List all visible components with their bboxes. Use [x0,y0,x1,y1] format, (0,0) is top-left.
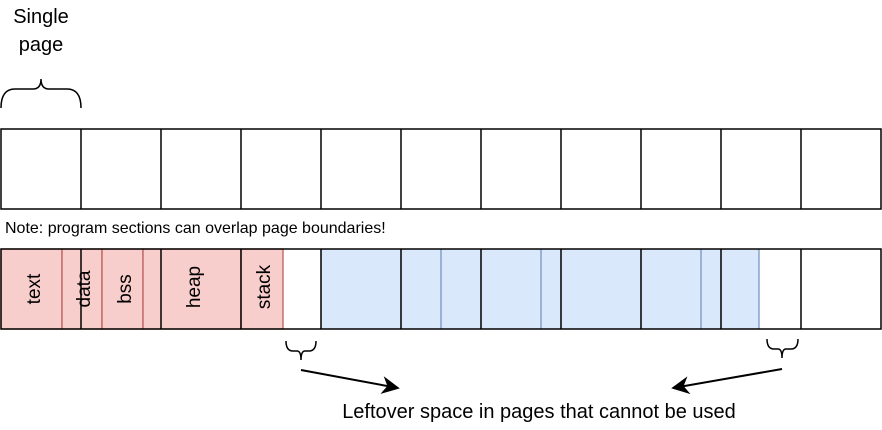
page-row-top [0,128,882,210]
section-heap-box [142,248,242,330]
leftover-brace-left [285,340,317,361]
bottom-row-outline [0,248,882,330]
section-label-stack: stack [254,264,275,309]
section-label-bss: bss [115,274,136,304]
section-label-heap: heap [184,266,205,308]
page-row-bottom: text data bss heap stack [0,248,882,330]
top-row-outline [0,128,882,210]
note-text: Note: program sections can overlap page … [5,220,386,237]
section-label-text: text [24,273,45,304]
section-label-data: data [74,270,95,307]
leftover-caption: Leftover space in pages that cannot be u… [342,401,736,423]
leftover-arrow-right [671,368,783,395]
free-space-dividers [440,249,760,329]
leftover-arrow-left [300,369,400,394]
leftover-brace-right [766,338,799,359]
single-page-label-line1: Single [13,6,69,28]
free-space-fill [321,249,759,329]
single-page-brace [0,78,82,109]
page-row-bottom-grid [0,248,882,330]
single-page-label-line2: page [19,34,64,56]
